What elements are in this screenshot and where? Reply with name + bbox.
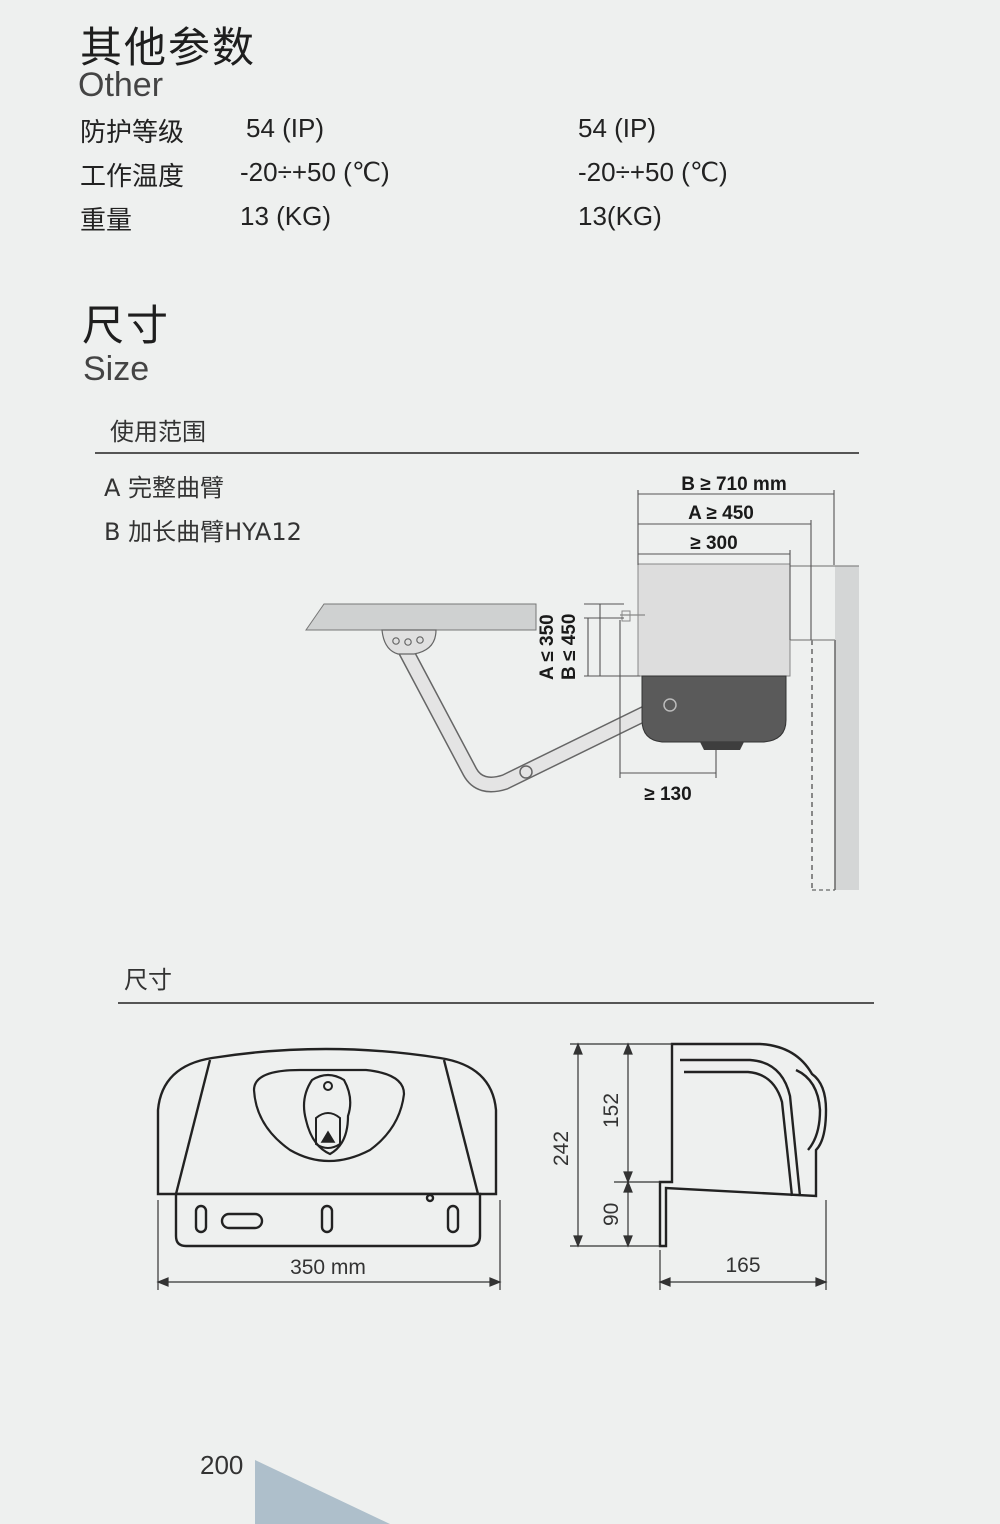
side-view bbox=[658, 1042, 828, 1248]
spec-value-b: -20÷+50 (℃) bbox=[578, 157, 728, 187]
other-title-cn: 其他参数 bbox=[80, 23, 257, 72]
spec-value-b: 54 (IP) bbox=[578, 113, 657, 143]
dim-min-width: ≥ 300 bbox=[690, 533, 737, 554]
dim-height-total: 242 bbox=[550, 1131, 573, 1166]
legend-a: A 完整曲臂 bbox=[104, 474, 225, 502]
spec-value-a: 13 (KG) bbox=[240, 201, 332, 231]
footer-accent-triangle bbox=[255, 1460, 390, 1524]
dim-a-height: A ≤ 350 bbox=[537, 614, 558, 680]
spec-value-b: 13(KG) bbox=[578, 201, 662, 231]
spec-value-a: 54 (IP) bbox=[246, 113, 325, 143]
legend-b: B 加长曲臂HYA12 bbox=[104, 518, 302, 546]
dimensions-divider bbox=[118, 1002, 874, 1004]
dim-width: 350 mm bbox=[290, 1256, 366, 1279]
dim-b-height: B ≤ 450 bbox=[559, 614, 580, 680]
dim-a-width: A ≥ 450 bbox=[688, 503, 754, 524]
usage-subtitle: 使用范围 bbox=[110, 418, 206, 446]
wall bbox=[790, 565, 859, 891]
dimensions-subtitle: 尺寸 bbox=[124, 966, 172, 994]
gate-leaf bbox=[305, 603, 537, 631]
front-view bbox=[156, 1047, 498, 1248]
height-dimensions bbox=[570, 1042, 672, 1248]
page-number: 200 bbox=[200, 1450, 244, 1480]
installation-diagram: B ≥ 710 mm A ≥ 450 ≥ 300 A ≤ 350 B ≤ 450… bbox=[305, 474, 859, 891]
motor-unit bbox=[620, 563, 791, 750]
dim-b-width: B ≥ 710 mm bbox=[681, 474, 786, 495]
other-title-en: Other bbox=[78, 66, 164, 104]
spec-value-a: -20÷+50 (℃) bbox=[240, 157, 390, 187]
dimension-lines bbox=[584, 490, 835, 778]
dim-offset: ≥ 130 bbox=[644, 784, 691, 805]
depth-dimension bbox=[658, 1200, 828, 1290]
articulated-arm bbox=[381, 629, 656, 793]
usage-divider bbox=[95, 452, 859, 454]
dim-height-lower: 90 bbox=[600, 1203, 623, 1226]
size-title-en: Size bbox=[83, 350, 150, 388]
spec-label: 工作温度 bbox=[80, 162, 185, 192]
spec-label: 防护等级 bbox=[80, 118, 185, 148]
size-title-cn: 尺寸 bbox=[82, 301, 171, 350]
width-dimension bbox=[156, 1200, 502, 1290]
dim-height-upper: 152 bbox=[600, 1093, 623, 1128]
spec-label: 重量 bbox=[80, 206, 133, 236]
dim-depth: 165 bbox=[725, 1254, 760, 1277]
